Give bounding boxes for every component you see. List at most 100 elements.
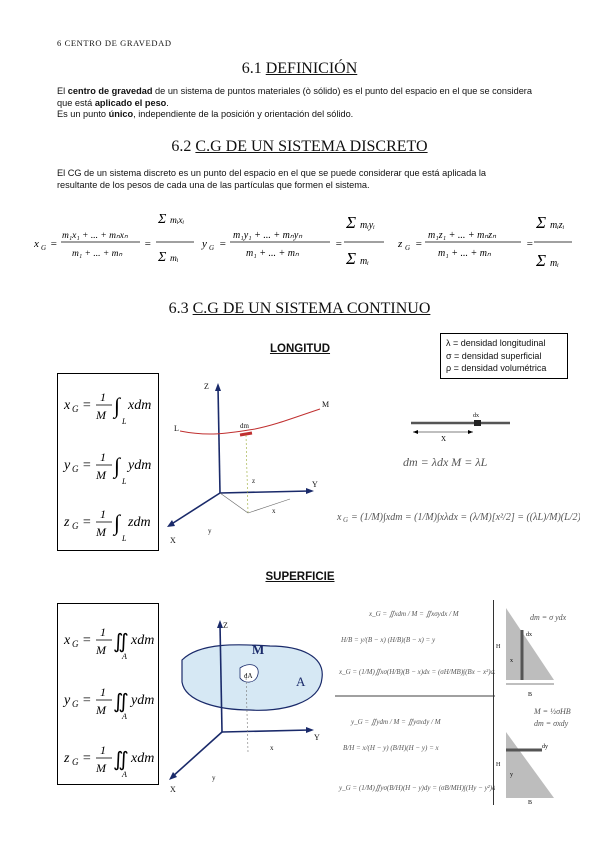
- superficie-derivations: x_G = ∬xdm / M = ∬xσydx / M H/B = y/(B −…: [335, 610, 495, 792]
- svg-text:Σ: Σ: [157, 250, 167, 265]
- svg-text:G: G: [343, 516, 348, 524]
- svg-text:=: =: [82, 398, 91, 413]
- chapter-header: 6 CENTRO DE GRAVEDAD: [57, 38, 172, 48]
- triangle-label-x: x: [510, 658, 513, 664]
- surface-label-a: A: [296, 674, 306, 689]
- svg-text:=: =: [219, 238, 226, 250]
- coord-label-x: x: [270, 744, 274, 752]
- element-label-da: dA: [244, 672, 253, 680]
- legend-item-rho: ρ = densidad volumétrica: [446, 363, 547, 373]
- svg-text:A: A: [121, 770, 127, 779]
- svg-text:x_G = ∬xdm / M = ∬xσydx / M: x_G = ∬xdm / M = ∬xσydx / M: [368, 610, 460, 618]
- svg-text:=: =: [50, 238, 57, 250]
- coord-label-z: z: [252, 477, 255, 485]
- definition-paragraph: El centro de gravedad de un sistema de p…: [57, 86, 547, 121]
- section-title-text: DEFINICIÓN: [265, 60, 358, 77]
- svg-text:mᵢ: mᵢ: [170, 254, 179, 264]
- svg-text:∬: ∬: [113, 631, 129, 653]
- axis-label-x: X: [170, 536, 176, 545]
- text-run: El: [57, 86, 68, 96]
- svg-text:z: z: [63, 515, 70, 530]
- svg-text:M: M: [95, 468, 107, 482]
- text-run: .: [166, 97, 169, 108]
- svg-text:= (1/M)∫xdm = (1/M)∫xλdx = (λ/: = (1/M)∫xdm = (1/M)∫xλdx = (λ/M)[x²/2] =…: [351, 512, 580, 523]
- superficie-axes-diagram: Z Y X M dA A y x: [169, 620, 323, 794]
- svg-text:=: =: [526, 238, 533, 250]
- svg-text:m₁ + ... + mₙ: m₁ + ... + mₙ: [72, 249, 122, 259]
- triangle-label-dx: dx: [526, 632, 532, 638]
- section-title-discreto: 6.2 C.G DE UN SISTEMA DISCRETO: [0, 138, 599, 156]
- svg-text:A: A: [121, 652, 127, 661]
- svg-text:1: 1: [100, 507, 106, 521]
- longitud-heading: LONGITUD: [269, 343, 331, 355]
- bold-term: único: [108, 109, 134, 119]
- rod-label-x: X: [441, 435, 446, 443]
- svg-text:m₁z₁ + ... + mₙzₙ: m₁z₁ + ... + mₙzₙ: [428, 230, 497, 241]
- section-title-text: C.G DE UN SISTEMA CONTINUO: [192, 300, 431, 317]
- curve-label-m: M: [322, 400, 329, 409]
- svg-text:G: G: [209, 244, 214, 252]
- svg-text:M: M: [95, 408, 107, 422]
- svg-text:1: 1: [100, 390, 106, 404]
- svg-text:Σ: Σ: [535, 213, 546, 232]
- svg-text:y: y: [62, 458, 71, 473]
- svg-text:ydm: ydm: [126, 458, 151, 473]
- svg-text:zdm: zdm: [127, 515, 151, 530]
- section-title-text: C.G DE UN SISTEMA DISCRETO: [195, 138, 428, 155]
- svg-text:y_G = ∬ydm / M = ∬yσxdy / M: y_G = ∬ydm / M = ∬yσxdy / M: [350, 718, 442, 726]
- svg-text:G: G: [72, 521, 79, 531]
- svg-text:y_G = (1/M)∬yσ(B/H)(H − y)dy =: y_G = (1/M)∬yσ(B/H)(H − y)dy = (σB/MH)∫(…: [338, 784, 495, 792]
- svg-text:M: M: [95, 525, 107, 539]
- svg-text:=: =: [335, 238, 342, 250]
- svg-text:y: y: [62, 693, 71, 708]
- svg-text:B/H = x/(H − y) (B/H)(H −: B/H = x/(H − y) (B/H)(H − y) = x: [343, 744, 440, 752]
- svg-text:=: =: [82, 693, 91, 708]
- svg-text:M: M: [95, 761, 107, 775]
- svg-text:G: G: [72, 639, 79, 649]
- section-number: 6.1: [241, 60, 262, 77]
- svg-text:H/B = y/(B − x) (H/B)(B −: H/B = y/(B − x) (H/B)(B − x) = y: [340, 636, 436, 644]
- coord-label-y: y: [212, 774, 216, 782]
- svg-text:dm = σ ydx: dm = σ ydx: [530, 613, 567, 622]
- svg-text:ydm: ydm: [129, 693, 154, 708]
- svg-text:1: 1: [100, 743, 106, 757]
- svg-text:Σ: Σ: [535, 251, 546, 270]
- triangle-label-h: H: [496, 644, 501, 650]
- svg-text:x: x: [63, 398, 71, 413]
- svg-text:∫: ∫: [112, 510, 122, 536]
- section-number: 6.3: [168, 300, 189, 317]
- svg-text:M: M: [95, 703, 107, 717]
- svg-text:G: G: [41, 244, 46, 252]
- text-run: Es un punto: [57, 109, 109, 119]
- svg-text:xdm: xdm: [130, 751, 154, 766]
- density-legend: λ = densidad longitudinal σ = densidad s…: [440, 333, 568, 379]
- svg-text:1: 1: [100, 625, 106, 639]
- triangle-label-b: B: [528, 692, 532, 698]
- axis-label-z: Z: [223, 621, 228, 630]
- svg-text:dm = σxdy: dm = σxdy: [534, 719, 569, 728]
- svg-text:∬: ∬: [113, 749, 129, 771]
- bold-term: aplicado el peso: [94, 97, 167, 108]
- svg-text:Σ: Σ: [345, 213, 356, 232]
- surface-label-m: M: [252, 642, 264, 657]
- longitud-axes-diagram: Z Y X M L dm z y x: [167, 382, 329, 545]
- bold-term: centro de gravedad: [67, 86, 153, 96]
- text-run: , independiente de la posición y orienta…: [133, 109, 354, 119]
- svg-text:mᵢ: mᵢ: [360, 256, 369, 267]
- axis-label-z: Z: [204, 382, 209, 391]
- triangle-label-dy: dy: [542, 744, 548, 750]
- svg-text:mᵢ: mᵢ: [550, 258, 559, 269]
- svg-text:1: 1: [100, 685, 106, 699]
- svg-text:=: =: [415, 238, 422, 250]
- section-title-definicion: 6.1 DEFINICIÓN: [0, 60, 599, 78]
- svg-text:m₁ + ... + mₙ: m₁ + ... + mₙ: [438, 248, 492, 259]
- axis-label-x: X: [170, 785, 176, 794]
- coord-label-y: y: [208, 527, 212, 535]
- svg-text:G: G: [72, 757, 79, 767]
- svg-text:=: =: [82, 633, 91, 648]
